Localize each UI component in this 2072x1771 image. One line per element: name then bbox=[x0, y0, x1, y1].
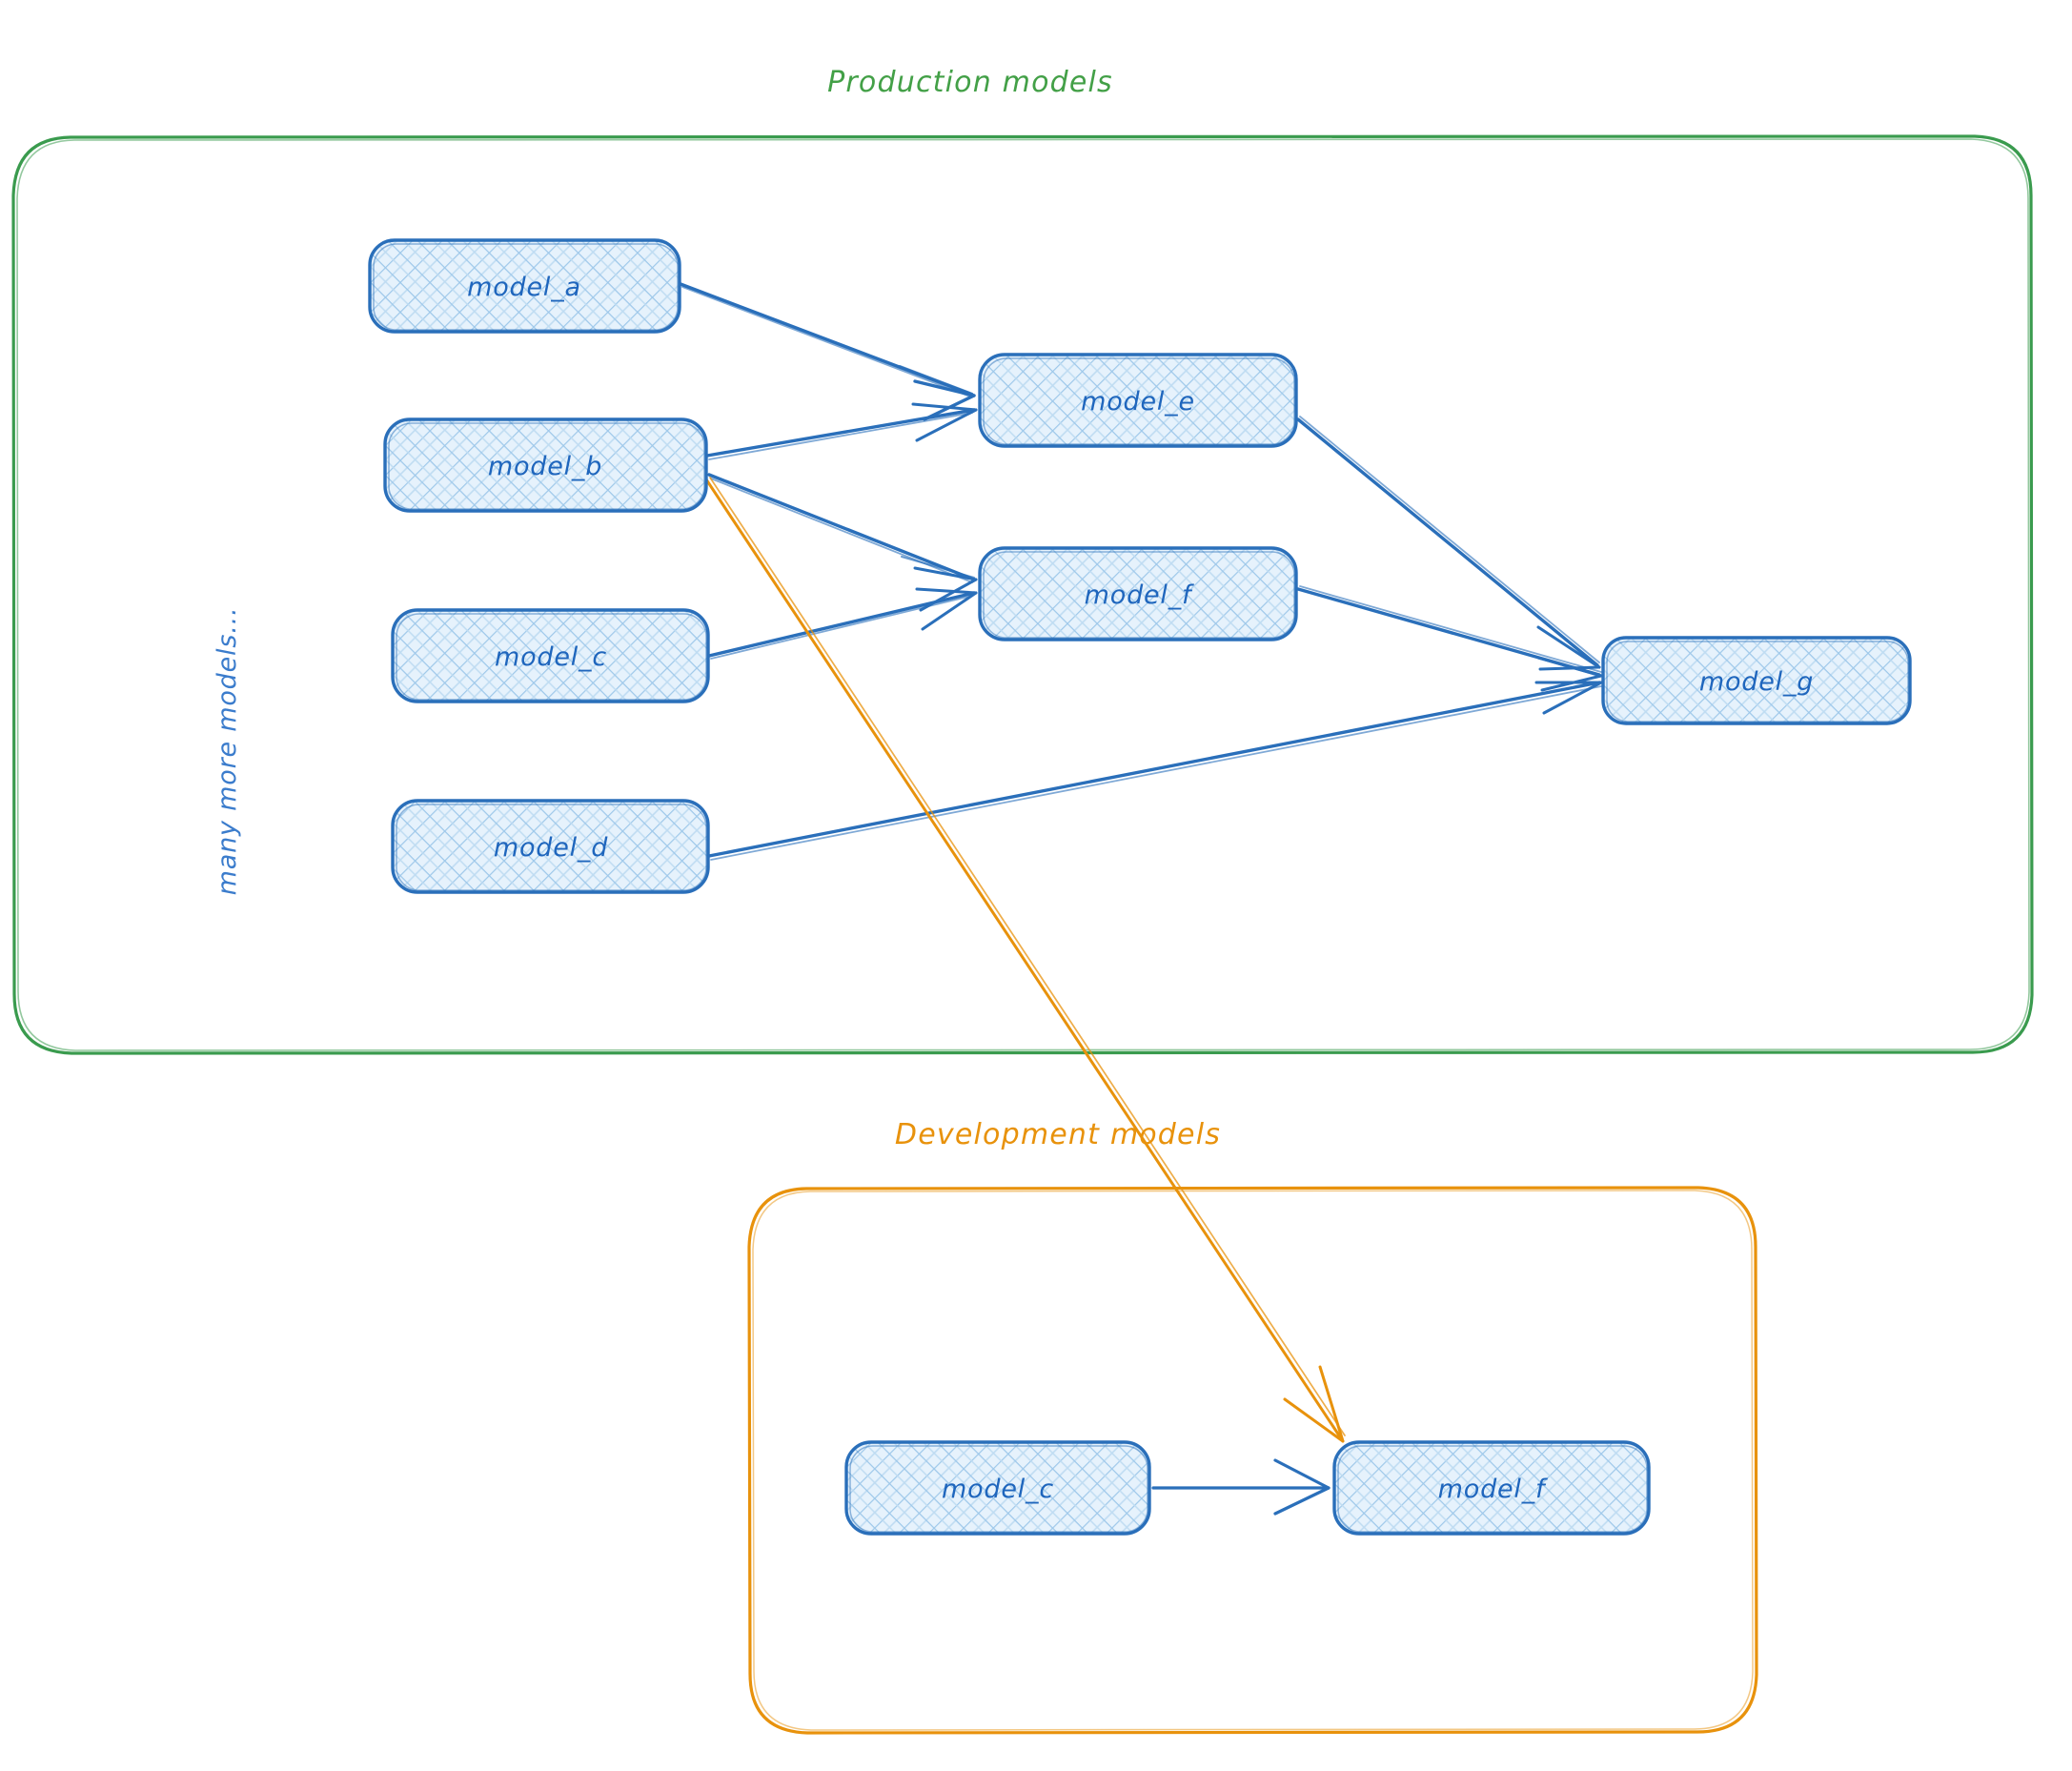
many-more-models-note: many more models... bbox=[213, 607, 242, 896]
node-prod-model-c-label: model_c bbox=[495, 642, 607, 672]
group-production bbox=[11, 134, 2034, 1055]
node-dev-model-c[interactable]: model_c bbox=[844, 1440, 1151, 1536]
node-prod-model-b-sketch bbox=[388, 422, 705, 510]
edge-dev-model-c-to-dev-model-f bbox=[1151, 1458, 1331, 1516]
node-prod-model-c-sketch bbox=[396, 613, 707, 701]
node-prod-model-f[interactable]: model_f bbox=[978, 546, 1298, 641]
node-dev-model-c-shape[interactable] bbox=[844, 1440, 1151, 1536]
edge-model-b-to-model-e bbox=[705, 402, 978, 460]
production-container-border bbox=[11, 134, 2034, 1055]
edge-model-d-to-model-g bbox=[707, 681, 1603, 861]
node-prod-model-a-shape[interactable] bbox=[368, 238, 681, 334]
group-development bbox=[747, 1186, 1758, 1735]
development-container-border-sketch bbox=[752, 1190, 1754, 1731]
node-prod-model-e-label: model_e bbox=[1081, 387, 1195, 417]
node-prod-model-a-label: model_a bbox=[467, 273, 581, 302]
node-prod-model-c[interactable]: model_c bbox=[391, 608, 710, 703]
node-prod-model-b-label: model_b bbox=[488, 452, 602, 481]
node-dev-model-f-shape[interactable] bbox=[1332, 1440, 1651, 1536]
node-dev-model-f-label: model_f bbox=[1438, 1475, 1548, 1504]
node-prod-model-a-sketch bbox=[373, 243, 679, 331]
node-prod-model-e[interactable]: model_e bbox=[978, 353, 1298, 448]
node-prod-model-g-sketch bbox=[1606, 641, 1909, 723]
node-dev-model-f-sketch bbox=[1337, 1445, 1648, 1533]
node-prod-model-f-shape[interactable] bbox=[978, 546, 1298, 641]
nodes-layer: model_a model_b model_c model_d mode bbox=[368, 238, 1912, 1536]
node-prod-model-g-shape[interactable] bbox=[1601, 636, 1912, 725]
node-prod-model-e-shape[interactable] bbox=[978, 353, 1298, 448]
development-container-border bbox=[747, 1186, 1758, 1735]
node-prod-model-b-shape[interactable] bbox=[383, 417, 708, 513]
edge-model-a-to-model-e bbox=[679, 282, 976, 421]
node-prod-model-e-sketch bbox=[983, 357, 1295, 445]
node-prod-model-d[interactable]: model_d bbox=[391, 799, 710, 894]
edges-layer bbox=[679, 282, 1603, 1516]
node-prod-model-f-sketch bbox=[983, 551, 1295, 639]
node-dev-model-c-sketch bbox=[849, 1445, 1148, 1533]
node-prod-model-f-label: model_f bbox=[1085, 580, 1194, 610]
node-prod-model-d-shape[interactable] bbox=[391, 799, 710, 894]
node-dev-model-f[interactable]: model_f bbox=[1332, 1440, 1651, 1536]
development-group-title: Development models bbox=[895, 1118, 1221, 1151]
node-prod-model-c-shape[interactable] bbox=[391, 608, 710, 703]
node-prod-model-g-label: model_g bbox=[1699, 667, 1814, 697]
node-prod-model-d-label: model_d bbox=[494, 833, 608, 863]
node-prod-model-a[interactable]: model_a bbox=[368, 238, 681, 334]
edge-prod-model-b-to-dev-model-f bbox=[704, 477, 1346, 1443]
node-prod-model-b[interactable]: model_b bbox=[383, 417, 708, 513]
node-dev-model-c-label: model_c bbox=[942, 1475, 1054, 1504]
node-prod-model-d-sketch bbox=[396, 804, 707, 891]
node-prod-model-g[interactable]: model_g bbox=[1601, 636, 1912, 725]
production-group-title: Production models bbox=[827, 66, 1113, 99]
edge-model-c-to-model-f bbox=[707, 587, 978, 660]
edge-model-b-to-model-f bbox=[707, 473, 978, 612]
production-container-border-sketch bbox=[16, 138, 2030, 1051]
